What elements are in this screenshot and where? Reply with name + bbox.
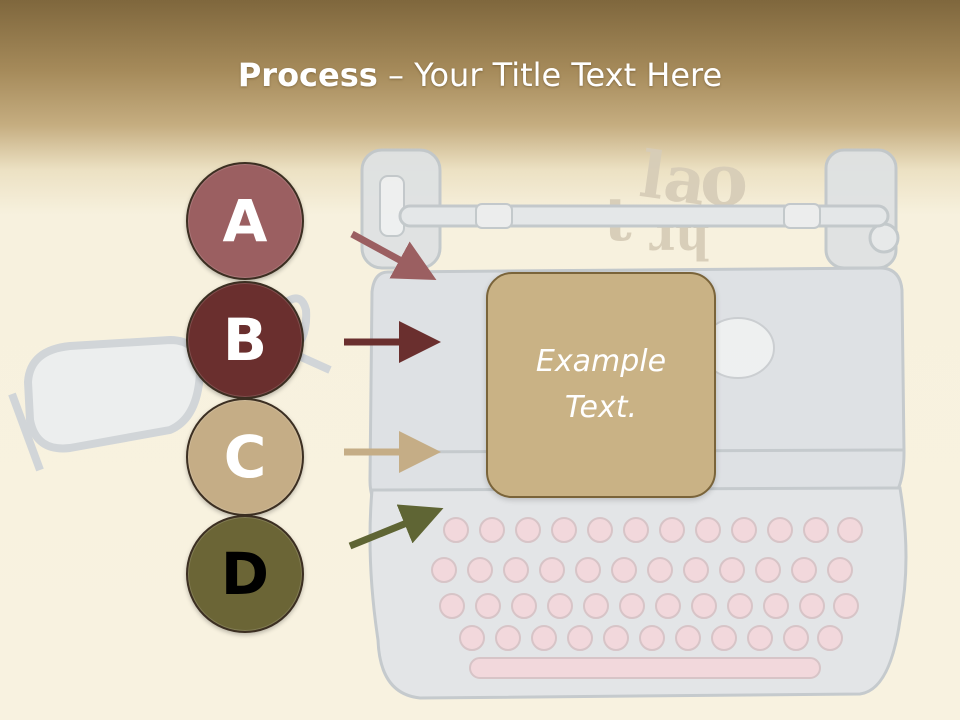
step-a-circle[interactable]: A <box>186 162 304 280</box>
arrow-a <box>350 230 437 281</box>
step-c-letter: C <box>223 423 267 491</box>
example-text-box[interactable]: Example Text. <box>486 272 716 498</box>
slide-title: Process – Your Title Text Here <box>0 50 960 100</box>
step-a-letter: A <box>222 187 268 255</box>
step-c-circle[interactable]: C <box>186 398 304 516</box>
step-b-circle[interactable]: B <box>186 281 304 399</box>
arrow-d <box>348 504 444 550</box>
step-d-circle[interactable]: D <box>186 515 304 633</box>
example-text: Example Text. <box>535 344 667 425</box>
step-d-letter: D <box>220 540 270 608</box>
title-bold: Process <box>237 56 378 94</box>
title-rest: – Your Title Text Here <box>377 56 723 94</box>
step-b-letter: B <box>222 306 268 374</box>
